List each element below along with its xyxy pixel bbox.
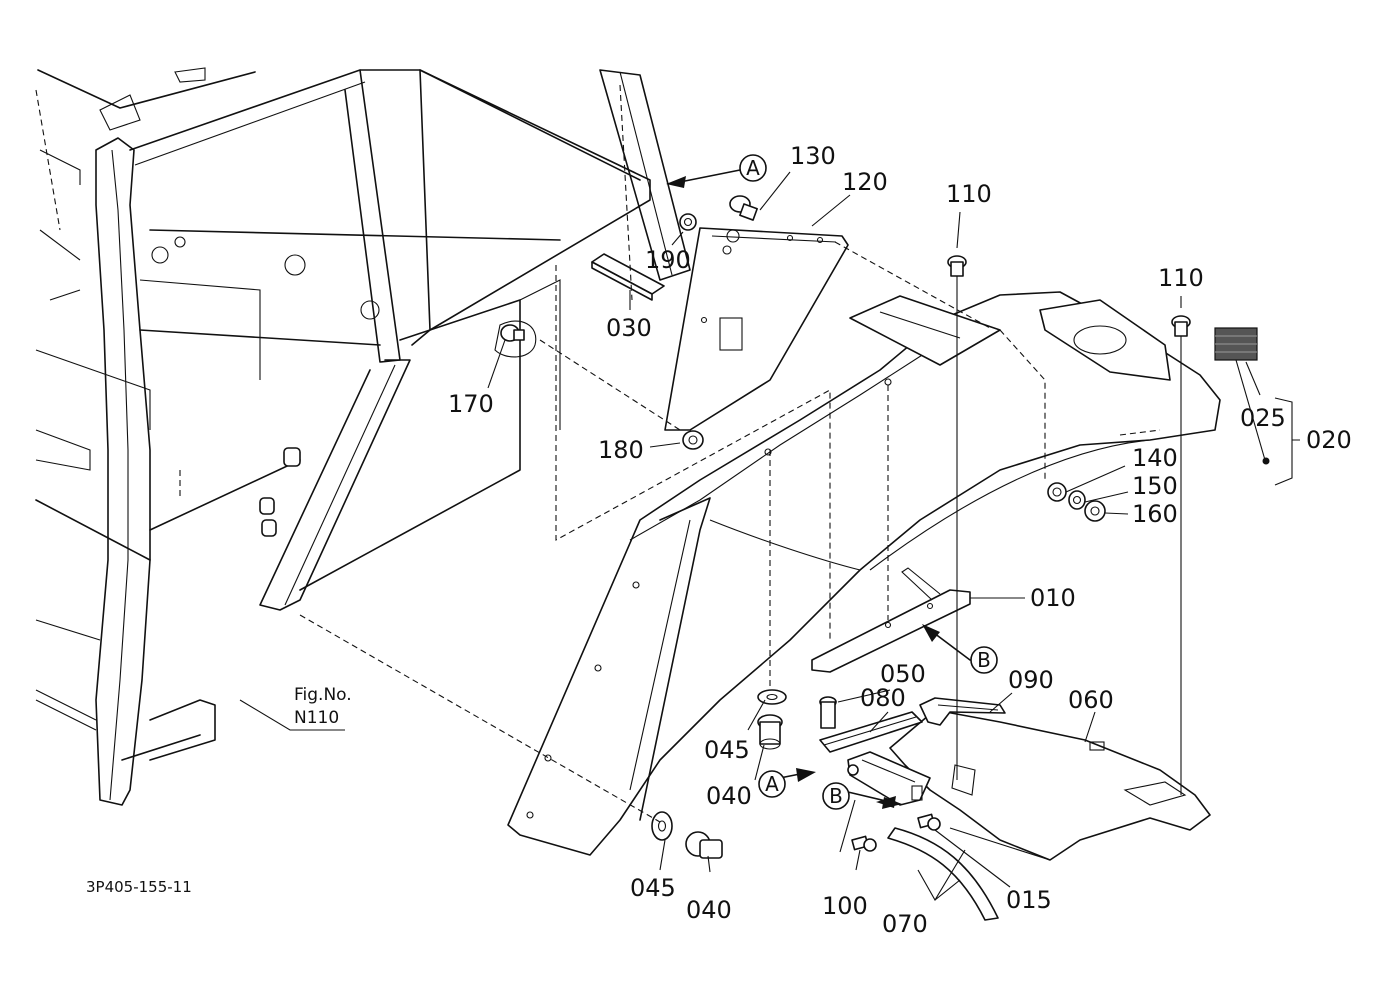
cab-frame bbox=[35, 67, 691, 806]
callout-040-bottom: 040 bbox=[686, 896, 732, 924]
figure-reference: Fig.No. N110 bbox=[294, 685, 352, 728]
decal-025 bbox=[1214, 327, 1270, 465]
ref-circle-b-top bbox=[970, 646, 998, 674]
callout-020: 020 bbox=[1306, 426, 1352, 454]
bar-030 bbox=[591, 253, 665, 301]
cover-060 bbox=[889, 709, 1211, 861]
callout-050: 050 bbox=[880, 660, 926, 688]
callout-030: 030 bbox=[606, 314, 652, 342]
seal-070 bbox=[887, 827, 999, 921]
fig-ref-line1: Fig.No. bbox=[294, 685, 352, 705]
callout-045-bottom: 045 bbox=[630, 874, 676, 902]
callout-045-top: 045 bbox=[704, 736, 750, 764]
callout-150: 150 bbox=[1132, 472, 1178, 500]
strip-080 bbox=[819, 711, 923, 753]
callout-labels: 010 015 020 025 030 040 040 045 045 050 … bbox=[448, 142, 1352, 938]
callout-180: 180 bbox=[598, 436, 644, 464]
callout-110-right: 110 bbox=[1158, 264, 1204, 292]
fig-ref-line2: N110 bbox=[294, 708, 339, 728]
plate-015 bbox=[847, 751, 931, 806]
callout-090: 090 bbox=[1008, 666, 1054, 694]
callout-070: 070 bbox=[882, 910, 928, 938]
drawing-id: 3P405-155-11 bbox=[86, 878, 192, 896]
callout-015: 015 bbox=[1006, 886, 1052, 914]
hardware bbox=[494, 195, 1191, 859]
ref-circle-a-bottom bbox=[758, 770, 786, 798]
callout-040-top: 040 bbox=[706, 782, 752, 810]
callout-190: 190 bbox=[645, 246, 691, 274]
ref-label-a-top: A bbox=[746, 156, 760, 180]
callout-120: 120 bbox=[842, 168, 888, 196]
ref-circle-a-top bbox=[739, 154, 767, 182]
callout-160: 160 bbox=[1132, 500, 1178, 528]
bracket-010 bbox=[811, 567, 971, 673]
callout-170: 170 bbox=[448, 390, 494, 418]
callout-010: 010 bbox=[1030, 584, 1076, 612]
callout-110-left: 110 bbox=[946, 180, 992, 208]
fender-020 bbox=[507, 291, 1221, 856]
ref-circle-b-bottom bbox=[822, 782, 850, 810]
callout-080: 080 bbox=[860, 684, 906, 712]
callout-140: 140 bbox=[1132, 444, 1178, 472]
strip-090 bbox=[919, 697, 1006, 726]
callout-130: 130 bbox=[790, 142, 836, 170]
panel-120 bbox=[664, 227, 849, 431]
callout-025: 025 bbox=[1240, 404, 1286, 432]
leader-lines bbox=[239, 171, 1300, 902]
callout-100: 100 bbox=[822, 892, 868, 920]
ref-label-a-bottom: A bbox=[765, 772, 779, 796]
ref-label-b-top: B bbox=[977, 648, 991, 672]
ref-label-b-bottom: B bbox=[829, 784, 843, 808]
callout-060: 060 bbox=[1068, 686, 1114, 714]
assembly-lines bbox=[299, 84, 1182, 823]
reference-marks: A B A B bbox=[666, 154, 998, 810]
